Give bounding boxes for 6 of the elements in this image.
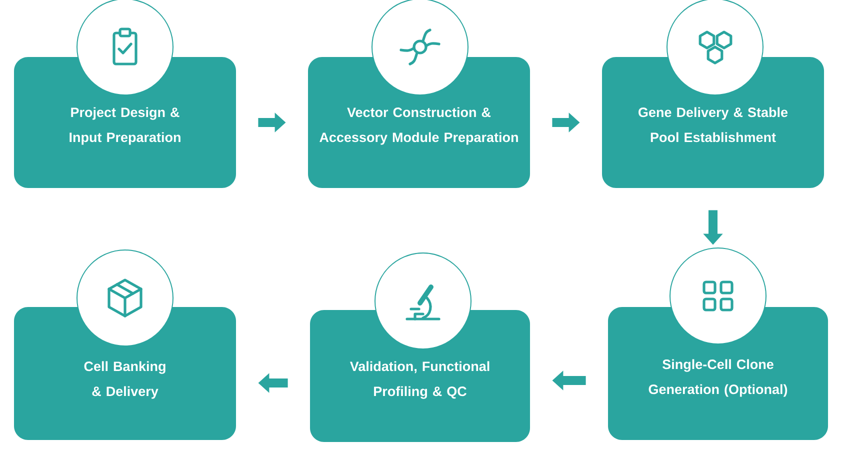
step-box: Single-Cell Clone Generation (Optional) xyxy=(608,248,828,440)
step-box: Cell Banking & Delivery xyxy=(14,250,236,440)
step-box: Project Design & Input Preparation xyxy=(14,0,236,188)
step-box: Validation, Functional Profiling & QC xyxy=(310,252,530,442)
step-box: Gene Delivery & Stable Pool Establishment xyxy=(602,0,824,188)
step-box: Vector Construction & Accessory Module Preparation xyxy=(308,0,530,188)
